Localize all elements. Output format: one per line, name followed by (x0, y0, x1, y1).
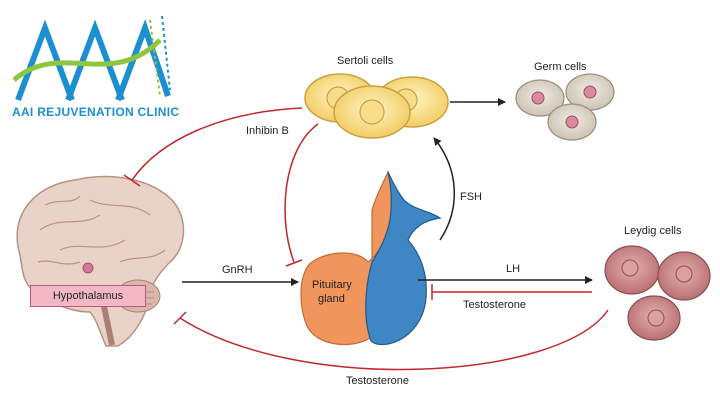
label-hypothalamus: Hypothalamus (52, 290, 124, 302)
label-fsh: FSH (460, 191, 482, 203)
label-sertoli-cells: Sertoli cells (337, 55, 394, 67)
label-pituitary-line1: Pituitary (312, 279, 352, 291)
brain-illustration (16, 175, 185, 347)
sertoli-cells-illustration (304, 73, 449, 139)
arrow-fsh (433, 137, 456, 241)
pituitary-gland-illustration (300, 169, 442, 346)
inhibitory-arcs (123, 107, 609, 371)
label-gnrh: GnRH (222, 264, 253, 276)
label-testosterone-pituitary: Testosterone (463, 299, 526, 311)
label-inhibin-b: Inhibin B (246, 125, 289, 137)
label-lh: LH (506, 263, 521, 275)
label-testosterone-hypothalamus: Testosterone (346, 375, 409, 387)
label-pituitary-line2: gland (318, 293, 345, 305)
inhibin-to-pituitary (284, 123, 319, 263)
inhibin-to-hypothalamus (131, 107, 303, 181)
leydig-cells-illustration (604, 245, 711, 341)
germ-cells-illustration (515, 73, 615, 141)
label-leydig-cells: Leydig cells (624, 225, 682, 237)
label-germ-cells: Germ cells (534, 61, 587, 73)
clinic-logo-text: AAI REJUVENATION CLINIC (12, 105, 180, 119)
testosterone-to-hypothalamus (179, 309, 609, 371)
clinic-logo-icon (12, 15, 171, 102)
hypothalamus-label-box: Hypothalamus (30, 285, 146, 307)
